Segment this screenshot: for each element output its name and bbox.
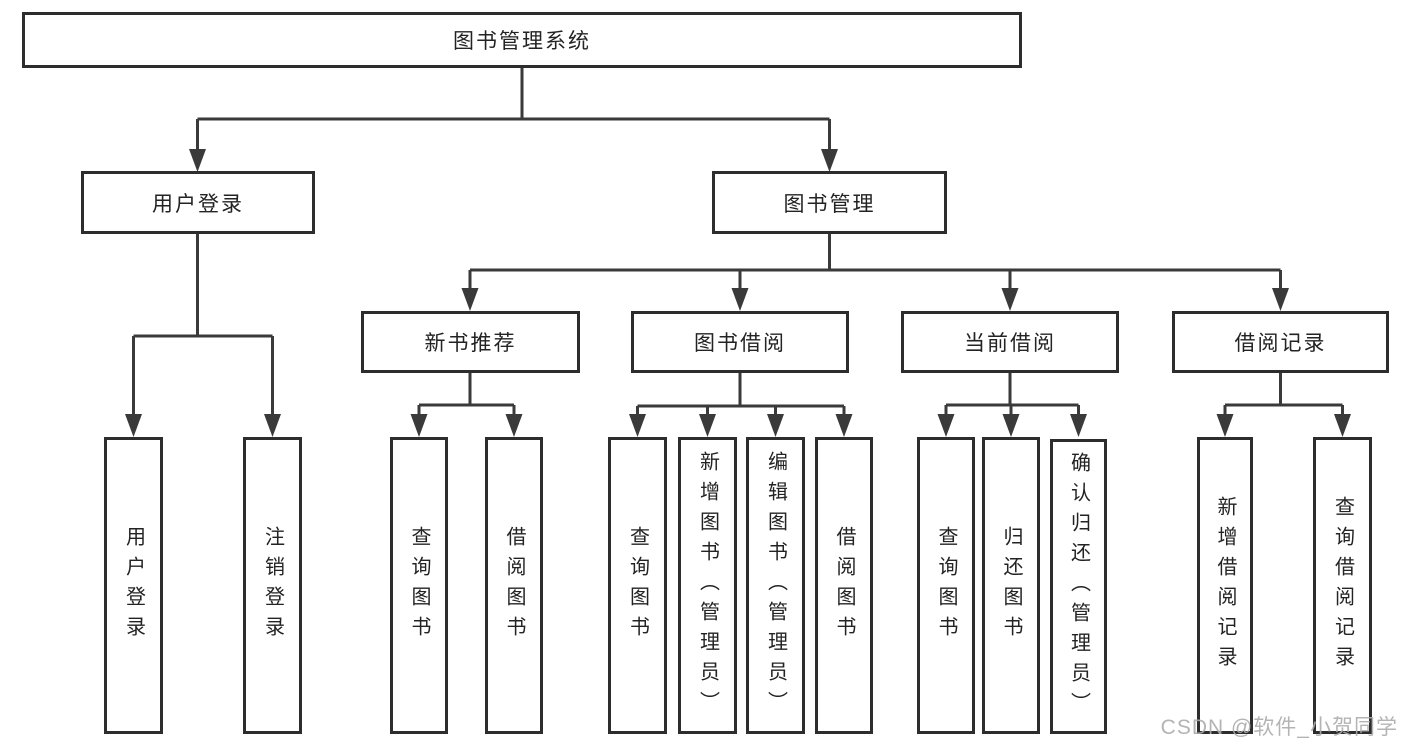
node-leaf-query-books-borrow: 查询图书	[608, 437, 667, 734]
edge-borrow-record-to-leaves	[1216, 373, 1351, 437]
node-leaf-return-books: 归还图书	[982, 437, 1040, 734]
node-leaf-edit-books-admin: 编辑图书（管理员）	[746, 437, 805, 734]
node-leaf-user-login: 用户登录	[104, 437, 163, 734]
edge-new-book-rec-to-leaves	[410, 373, 523, 437]
node-leaf-add-books-admin: 新增图书（管理员）	[678, 437, 737, 734]
edge-current-borrow-to-leaves	[937, 373, 1087, 437]
edge-book-mgmt-to-level3	[461, 233, 1289, 311]
edge-user-login-to-leaves	[125, 233, 281, 437]
node-book-borrowing: 图书借阅	[631, 311, 849, 373]
node-new-book-recommendation: 新书推荐	[361, 311, 580, 373]
node-leaf-borrow-books-rec: 借阅图书	[485, 437, 543, 734]
node-current-borrowing: 当前借阅	[901, 311, 1119, 373]
edge-root-to-level2	[189, 68, 838, 172]
node-leaf-add-borrow-record: 新增借阅记录	[1197, 437, 1253, 734]
node-leaf-query-borrow-record: 查询借阅记录	[1313, 437, 1372, 734]
node-leaf-confirm-return-admin: 确认归还（管理员）	[1050, 439, 1107, 734]
node-leaf-query-books-rec: 查询图书	[390, 437, 448, 734]
node-user-login-branch: 用户登录	[81, 171, 315, 234]
node-borrowing-records: 借阅记录	[1172, 311, 1389, 373]
edge-book-borrow-to-leaves	[629, 373, 853, 437]
node-root-book-management-system: 图书管理系统	[22, 12, 1022, 68]
node-leaf-query-books-current: 查询图书	[917, 437, 975, 734]
node-leaf-logout: 注销登录	[243, 437, 302, 734]
node-book-mgmt-branch: 图书管理	[712, 171, 947, 234]
node-leaf-borrow-books: 借阅图书	[815, 437, 873, 734]
